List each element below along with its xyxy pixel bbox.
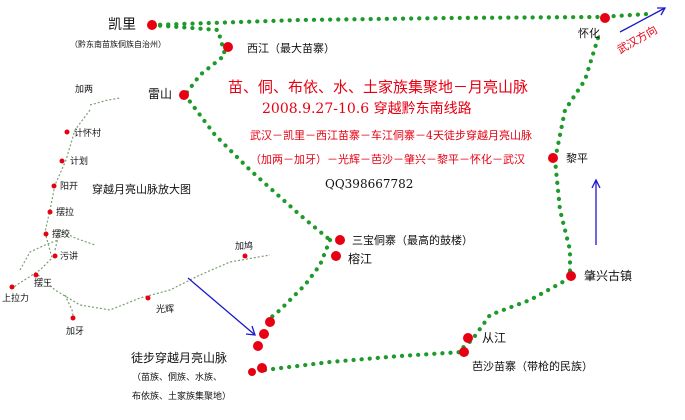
label-kaili: 凯里	[108, 17, 136, 33]
marker-zhaoxing	[566, 271, 576, 281]
marker-rongjiang	[331, 251, 341, 261]
route-path	[149, 11, 651, 373]
label-sanbao: 三宝侗寨（最高的鼓楼）	[352, 233, 473, 247]
village-jialiang: 加两	[75, 84, 93, 95]
label-hike-sub2: 布依族、土家族集聚地）	[132, 390, 231, 402]
label-zhaoxing: 肇兴古镇	[584, 268, 632, 283]
marker-kaili	[147, 20, 157, 30]
marker-hike-1	[265, 317, 275, 327]
label-liping: 黎平	[566, 151, 588, 165]
label-huaihua: 怀化	[578, 26, 600, 40]
route-line-2: （加两－加牙）－光辉－芭沙－肇兴－黎平－怀化－武汉	[250, 152, 525, 166]
village-jiaya: 加牙	[66, 326, 84, 337]
route-line-1: 武汉－凯里－西江苗寨－车江侗寨－4天徒步穿越月亮山脉	[250, 128, 532, 142]
marker-congjiang	[463, 333, 473, 343]
marker-leishan	[179, 90, 189, 100]
marker-liping	[548, 153, 558, 163]
marker-hike-2	[259, 329, 269, 339]
village-yangkai: 阳开	[60, 181, 78, 192]
label-congjiang: 从江	[482, 331, 506, 345]
map-title: 苗、侗、布依、水、土家族集聚地－月亮山脉	[228, 78, 528, 96]
qq-contact: QQ398667782	[325, 177, 413, 191]
village-baiwang: 摆王	[34, 277, 52, 289]
marker-hike-4	[257, 363, 267, 373]
label-kaili-sub: （黔东南苗族侗族自治州）	[70, 39, 166, 49]
label-hike-title: 徒步穿越月亮山脉	[131, 350, 227, 365]
inset-markers	[9, 129, 248, 321]
village-baila: 摆拉	[56, 206, 74, 218]
village-jiajiu: 加鸠	[235, 240, 253, 252]
village-baijiao: 摆绞	[52, 228, 70, 240]
village-wujiang: 污讲	[60, 250, 78, 262]
marker-huaihua	[600, 13, 610, 23]
label-rongjiang: 榕江	[348, 251, 372, 266]
village-shanglali: 上拉力	[2, 292, 29, 304]
label-wuhan-direction: 武汉方向	[615, 22, 660, 56]
place-markers	[147, 13, 610, 376]
label-basha: 芭沙苗寨（带枪的民族）	[472, 359, 593, 373]
village-guanghui: 光辉	[156, 303, 174, 315]
village-jihua: 计划	[70, 155, 88, 167]
marker-basha	[459, 347, 469, 357]
map-dates: 2008.9.27-10.6 穿越黔东南线路	[262, 101, 472, 117]
direction-arrows	[187, 7, 667, 336]
marker-hike-5	[248, 368, 256, 376]
village-jihuaicun: 计怀村	[74, 127, 101, 139]
label-hike-sub1: （苗族、侗族、水族、	[132, 371, 222, 383]
marker-xijiang	[223, 42, 233, 52]
marker-sanbao	[335, 235, 345, 245]
label-xijiang: 西江（最大苗寨）	[247, 41, 335, 55]
label-leishan: 雷山	[148, 87, 172, 101]
marker-hike-3	[253, 341, 263, 351]
inset-label: 穿越月亮山脉放大图	[92, 182, 191, 196]
